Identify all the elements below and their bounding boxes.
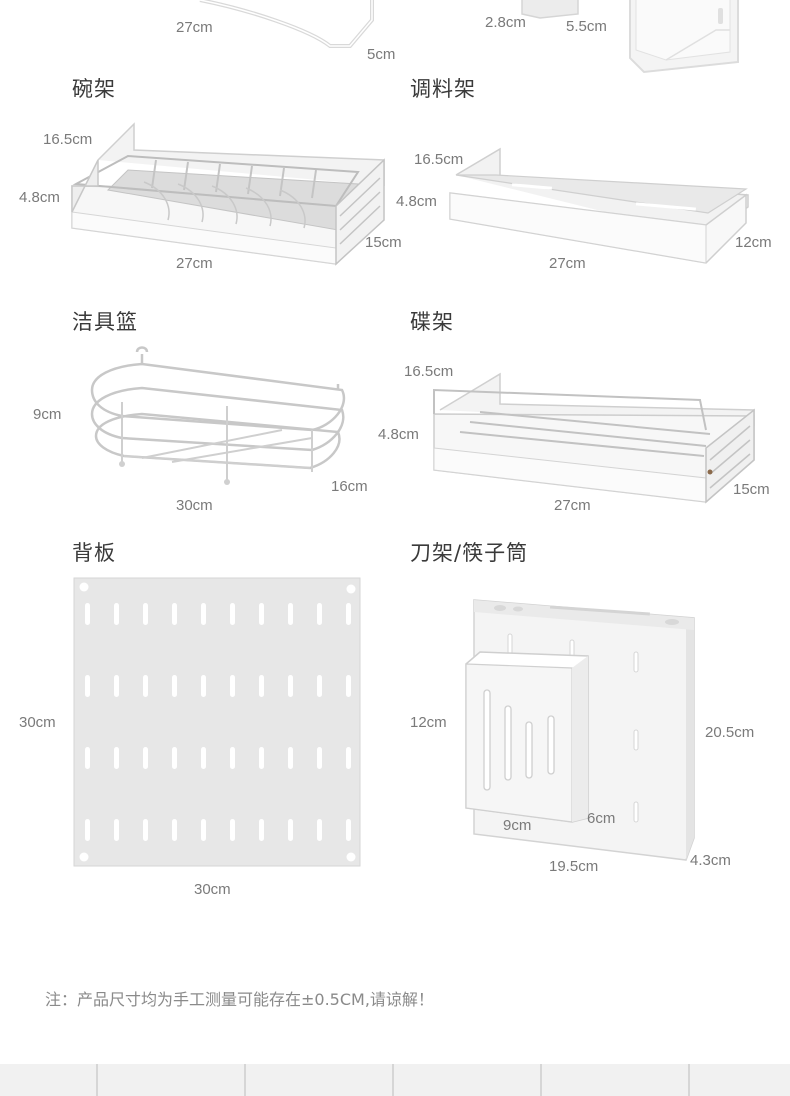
knife-holder-image — [465, 599, 695, 861]
back-panel-width: 30cm — [194, 881, 231, 898]
pegboard-slot — [172, 675, 177, 697]
dish-rack-depth: 4.8cm — [378, 426, 419, 443]
pegboard-slot — [288, 603, 293, 625]
pegboard-slot — [85, 603, 90, 625]
pegboard-slot — [143, 675, 148, 697]
bowl-rack-height: 16.5cm — [43, 131, 93, 148]
pegboard-slot — [172, 819, 177, 841]
bracket-image — [629, 0, 739, 74]
pegboard-slot — [317, 819, 322, 841]
pegboard-slot — [317, 747, 322, 769]
pegboard-slot — [288, 819, 293, 841]
bowl-rack-image — [71, 122, 385, 266]
pegboard-slot — [172, 747, 177, 769]
tile-seam — [688, 1064, 690, 1096]
pegboard-slot — [114, 747, 119, 769]
pegboard-slot — [230, 675, 235, 697]
dish-rack-title: 碟架 — [410, 310, 454, 334]
knife-holder-cup-depth: 6cm — [587, 810, 616, 827]
knife-holder-height: 20.5cm — [705, 724, 755, 741]
dish-rack-image — [433, 372, 755, 504]
pegboard-slot — [172, 603, 177, 625]
pegboard-slot — [346, 819, 351, 841]
bowl-rack-depth: 4.8cm — [19, 189, 60, 206]
back-panel-height: 30cm — [19, 714, 56, 731]
pegboard-slot — [201, 603, 206, 625]
back-panel-title: 背板 — [72, 541, 116, 565]
pegboard-slot — [346, 603, 351, 625]
cleaning-basket-title: 洁具篮 — [72, 310, 138, 334]
knife-holder-cup-height: 12cm — [410, 714, 447, 731]
hook-width-label: 2.8cm — [485, 14, 526, 31]
tile-wall-strip — [0, 1064, 790, 1096]
cleaning-basket-height: 9cm — [33, 406, 62, 423]
pegboard-slot — [259, 747, 264, 769]
tile-seam — [392, 1064, 394, 1096]
pegboard-slot — [114, 675, 119, 697]
hook-image — [521, 0, 579, 19]
dish-rack-width: 27cm — [554, 497, 591, 514]
tile-seam — [540, 1064, 542, 1096]
spice-rack-length: 12cm — [735, 234, 772, 251]
bowl-rack-width: 27cm — [176, 255, 213, 272]
pegboard-slot — [230, 747, 235, 769]
cleaning-basket-width: 30cm — [176, 497, 213, 514]
knife-holder-cup-width: 9cm — [503, 817, 532, 834]
pegboard-slot — [259, 819, 264, 841]
spice-rack-depth: 4.8cm — [396, 193, 437, 210]
back-panel-image — [73, 577, 361, 867]
pegboard-slot — [85, 675, 90, 697]
pegboard-slot — [259, 603, 264, 625]
pegboard-slot — [346, 675, 351, 697]
pegboard-slot — [143, 603, 148, 625]
pegboard-slot — [317, 603, 322, 625]
pegboard-slot — [85, 747, 90, 769]
dish-rack-length: 15cm — [733, 481, 770, 498]
pegboard-slot — [288, 747, 293, 769]
pegboard-slot — [143, 819, 148, 841]
pegboard-slot — [346, 747, 351, 769]
pegboard-slot — [288, 675, 293, 697]
top-depth-label: 5cm — [367, 46, 396, 63]
dish-rack-height: 16.5cm — [404, 363, 454, 380]
spice-rack-title: 调料架 — [410, 77, 476, 101]
tile-seam — [244, 1064, 246, 1096]
cleaning-basket-length: 16cm — [331, 478, 368, 495]
pegboard-slot — [201, 819, 206, 841]
bowl-rack-title: 碗架 — [72, 77, 116, 101]
pegboard-slot — [317, 675, 322, 697]
pegboard-slot — [201, 747, 206, 769]
measurement-note: 注：产品尺寸均为手工测量可能存在±0.5CM,请谅解！ — [45, 990, 434, 1009]
top-width-label: 27cm — [176, 19, 213, 36]
spice-rack-image — [449, 147, 749, 264]
pegboard-slot — [114, 603, 119, 625]
pegboard-slot — [143, 747, 148, 769]
pegboard-slot — [259, 675, 264, 697]
knife-holder-width: 19.5cm — [549, 858, 599, 875]
knife-holder-depth: 4.3cm — [690, 852, 731, 869]
spice-rack-width: 27cm — [549, 255, 586, 272]
hook-depth-label: 5.5cm — [566, 18, 607, 35]
cleaning-basket-image — [90, 346, 345, 485]
bowl-rack-length: 15cm — [365, 234, 402, 251]
pegboard-slot — [114, 819, 119, 841]
pegboard-slot — [201, 675, 206, 697]
tile-seam — [96, 1064, 98, 1096]
towel-rack-image — [199, 0, 374, 48]
pegboard-slot — [85, 819, 90, 841]
knife-holder-title: 刀架/筷子筒 — [410, 541, 529, 565]
spice-rack-height: 16.5cm — [414, 151, 464, 168]
pegboard-slot — [230, 819, 235, 841]
pegboard-slot — [230, 603, 235, 625]
